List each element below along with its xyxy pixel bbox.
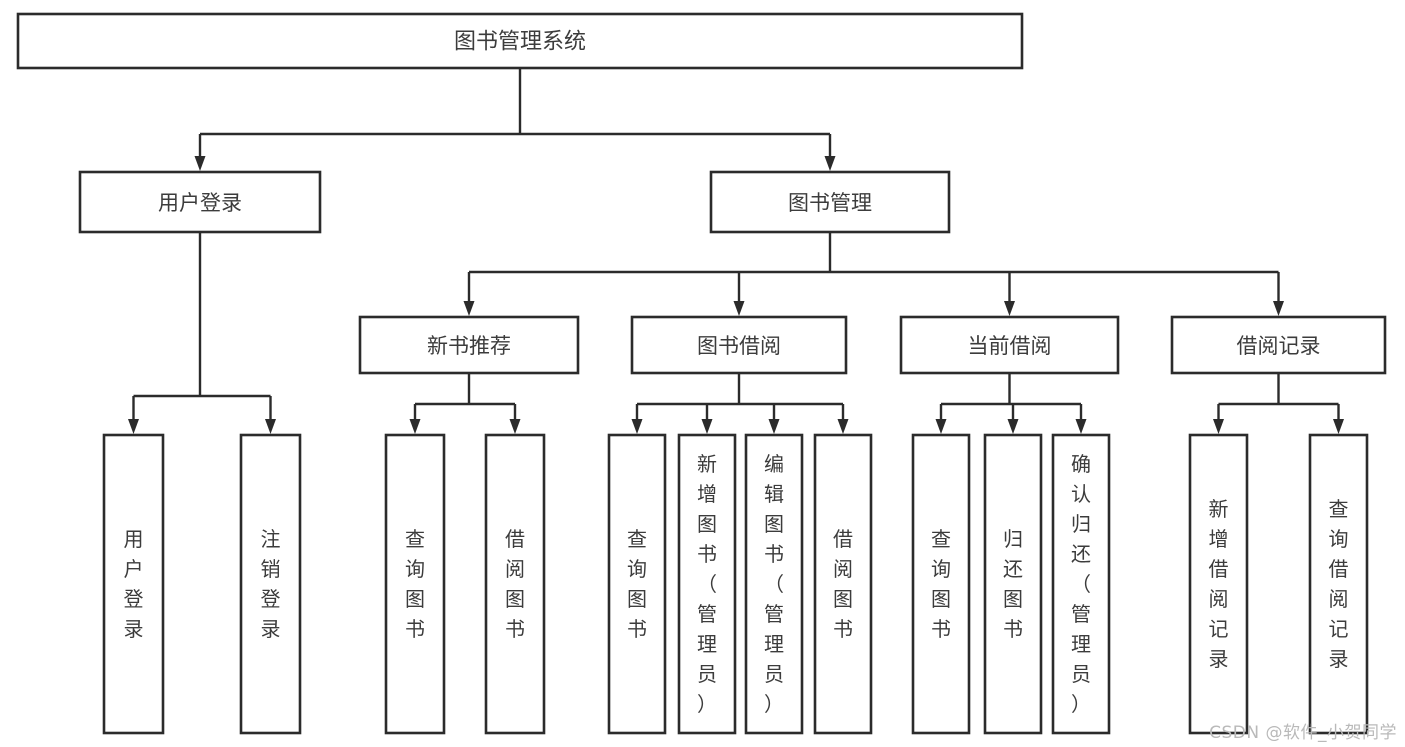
node-box[interactable]	[899, 315, 1120, 375]
node-label: 图书管理	[788, 191, 872, 215]
node-leaf-confirm-return-admin[interactable]: 确认归还（管理员）	[1051, 433, 1111, 735]
node-box[interactable]	[1051, 433, 1111, 735]
node-label: 新书推荐	[427, 334, 511, 358]
node-label: 借阅图书	[833, 527, 853, 641]
node-box[interactable]	[358, 315, 580, 375]
connector-arrow-icon	[1007, 419, 1019, 434]
node-current-borrow[interactable]: 当前借阅	[899, 315, 1120, 375]
node-label: 新增图书（管理员）	[697, 452, 717, 716]
node-label: 借阅图书	[505, 527, 525, 641]
node-box[interactable]	[78, 170, 322, 234]
node-box[interactable]	[744, 433, 804, 735]
node-leaf-query-book-borrow[interactable]: 查询图书	[607, 433, 667, 735]
node-label: 归还图书	[1003, 527, 1023, 641]
node-label: 编辑图书（管理员）	[764, 452, 784, 716]
node-box[interactable]	[709, 170, 951, 234]
node-label: 借阅记录	[1237, 334, 1321, 358]
node-box[interactable]	[813, 433, 873, 735]
node-book-manage[interactable]: 图书管理	[709, 170, 951, 234]
node-leaf-borrow-book[interactable]: 借阅图书	[813, 433, 873, 735]
node-label: 查询图书	[405, 527, 425, 641]
node-box[interactable]	[16, 12, 1024, 70]
connector-arrow-icon	[824, 156, 836, 171]
connector-arrow-icon	[1213, 419, 1224, 434]
node-box[interactable]	[607, 433, 667, 735]
connector-arrow-icon	[631, 419, 643, 434]
connector-arrow-icon	[463, 301, 475, 316]
node-box[interactable]	[911, 433, 971, 735]
node-leaf-borrow-book-rec[interactable]: 借阅图书	[484, 433, 546, 735]
node-leaf-add-borrow-record[interactable]: 新增借阅记录	[1188, 433, 1249, 735]
node-borrow-record[interactable]: 借阅记录	[1170, 315, 1387, 375]
node-root[interactable]: 图书管理系统	[16, 12, 1024, 70]
connectors-layer	[128, 68, 1344, 434]
node-box[interactable]	[239, 433, 302, 735]
node-label: 用户登录	[158, 191, 242, 215]
connector-arrow-icon	[194, 156, 206, 171]
node-box[interactable]	[677, 433, 737, 735]
node-box[interactable]	[384, 433, 446, 735]
connector-arrow-icon	[837, 419, 849, 434]
connector-arrow-icon	[128, 419, 139, 434]
node-label: 图书借阅	[697, 334, 781, 358]
connector-arrow-icon	[1004, 301, 1015, 316]
node-box[interactable]	[1308, 433, 1369, 735]
connector-arrow-icon	[935, 419, 947, 434]
node-new-book-recommend[interactable]: 新书推荐	[358, 315, 580, 375]
node-box[interactable]	[484, 433, 546, 735]
connector-arrow-icon	[733, 301, 745, 316]
connector-arrow-icon	[701, 419, 713, 434]
connector-arrow-icon	[768, 419, 780, 434]
node-leaf-query-borrow-record[interactable]: 查询借阅记录	[1308, 433, 1369, 735]
node-box[interactable]	[983, 433, 1043, 735]
node-leaf-return-book[interactable]: 归还图书	[983, 433, 1043, 735]
node-leaf-query-book-rec[interactable]: 查询图书	[384, 433, 446, 735]
connector-arrow-icon	[1333, 419, 1344, 434]
node-leaf-add-book-admin[interactable]: 新增图书（管理员）	[677, 433, 737, 735]
page-title: 图书管理系统	[454, 30, 586, 55]
connector-arrow-icon	[509, 419, 521, 434]
node-box[interactable]	[1188, 433, 1249, 735]
nodes-layer: 图书管理系统用户登录图书管理新书推荐图书借阅当前借阅借阅记录用户登录注销登录查询…	[16, 12, 1387, 735]
connector-arrow-icon	[409, 419, 421, 434]
node-label: 新增借阅记录	[1209, 497, 1229, 671]
node-label: 确认归还（管理员）	[1071, 452, 1091, 716]
node-label: 用户登录	[124, 527, 144, 641]
node-label: 查询借阅记录	[1329, 497, 1349, 671]
node-label: 查询图书	[627, 527, 647, 641]
node-leaf-user-login[interactable]: 用户登录	[102, 433, 165, 735]
connector-arrow-icon	[1075, 419, 1087, 434]
node-box[interactable]	[630, 315, 848, 375]
node-book-borrow[interactable]: 图书借阅	[630, 315, 848, 375]
node-box[interactable]	[1170, 315, 1387, 375]
node-user-login[interactable]: 用户登录	[78, 170, 322, 234]
connector-arrow-icon	[1273, 301, 1284, 316]
node-box[interactable]	[102, 433, 165, 735]
node-leaf-query-book-current[interactable]: 查询图书	[911, 433, 971, 735]
csdn-watermark: CSDN @软件_小贺同学	[1209, 723, 1397, 743]
connector-arrow-icon	[265, 419, 276, 434]
node-label: 注销登录	[261, 527, 281, 641]
node-leaf-edit-book-admin[interactable]: 编辑图书（管理员）	[744, 433, 804, 735]
node-label: 查询图书	[931, 527, 951, 641]
node-leaf-user-logout[interactable]: 注销登录	[239, 433, 302, 735]
node-label: 当前借阅	[968, 334, 1052, 358]
